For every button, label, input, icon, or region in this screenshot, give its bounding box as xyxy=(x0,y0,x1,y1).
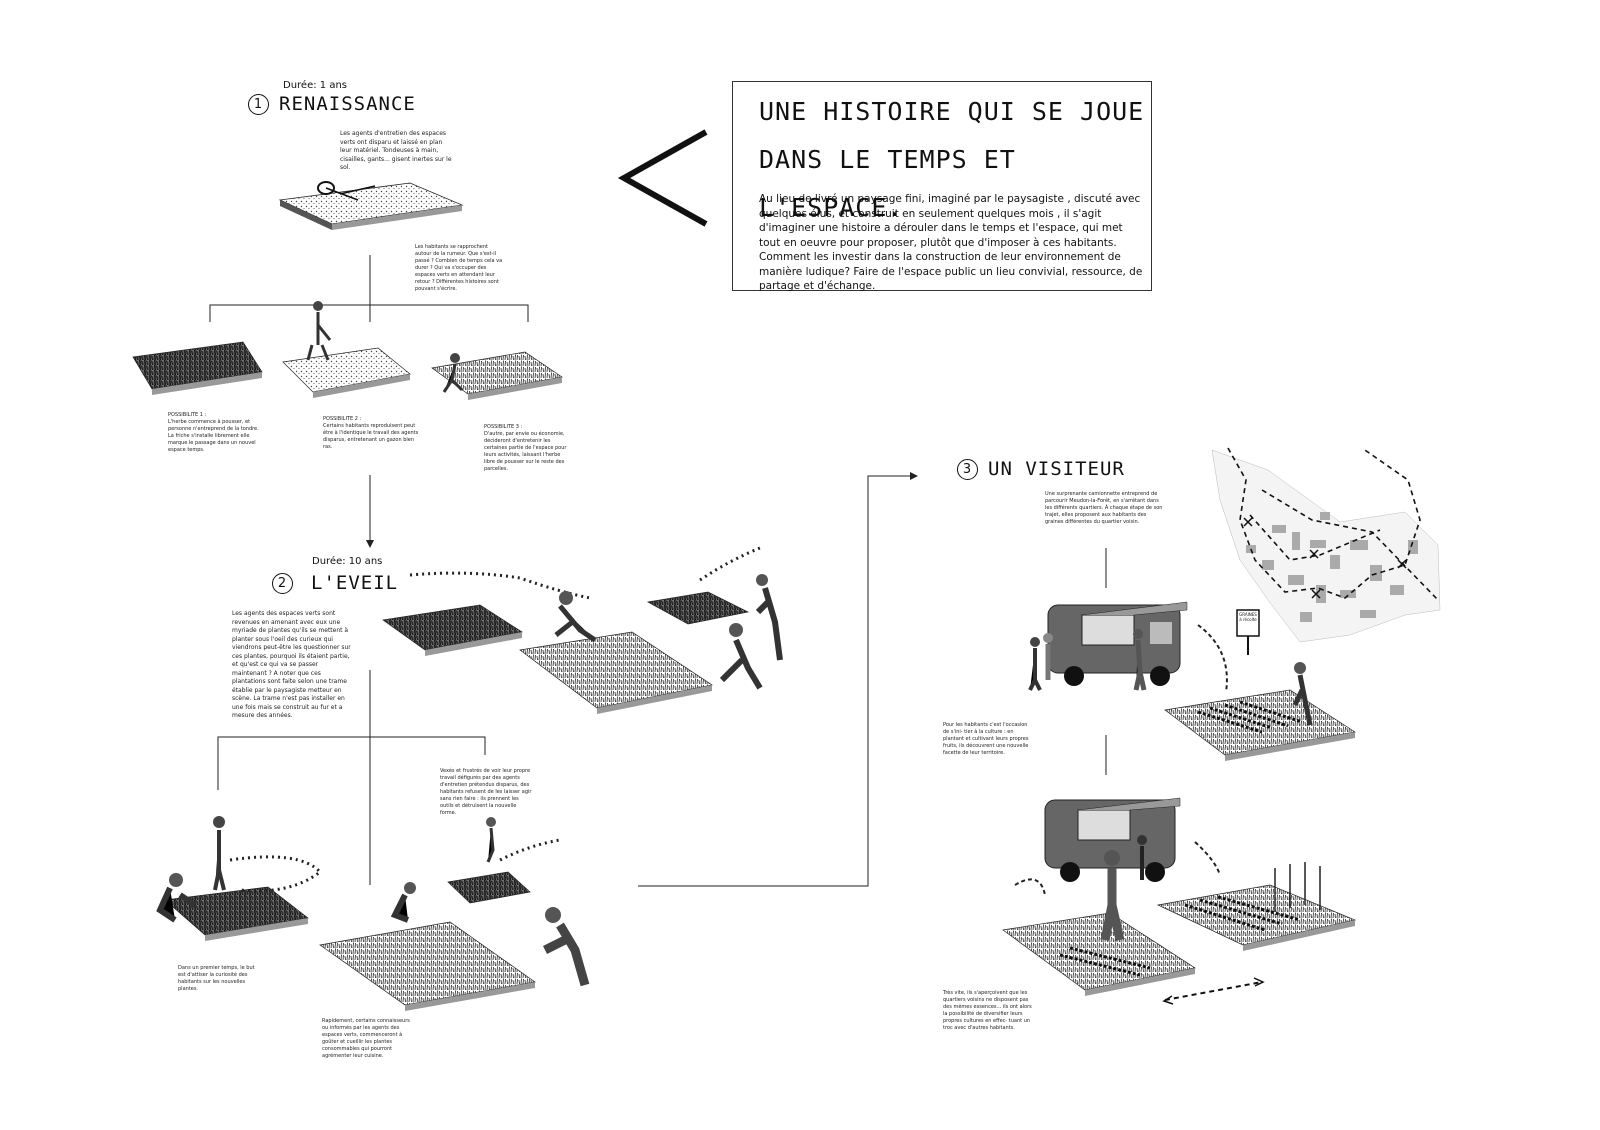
step1-possibility-2: POSSIBILITE 2 : Certains habitants repro… xyxy=(323,416,419,450)
step3-text-intro: Une surprenante camionnette entreprend d… xyxy=(1045,491,1163,525)
platform-possibility-3 xyxy=(431,351,563,400)
step1-duree: Durée: 1 ans xyxy=(283,80,347,91)
box-title-line2: DANS LE TEMPS ET L'ESPACE. xyxy=(759,145,1016,222)
box-title-line1: UNE HISTOIRE QUI SE JOUE xyxy=(759,97,1145,126)
step1-possibility-3: POSSIBILITE 3 : D'autre, par envie ou éc… xyxy=(484,424,567,472)
step2-number: 2 xyxy=(272,573,293,594)
platform-possibility-2 xyxy=(282,301,411,398)
step2-duree: Durée: 10 ans xyxy=(312,556,383,567)
step2-text-intro: Les agents des espaces verts sont revenu… xyxy=(232,610,351,719)
chevron-left-icon xyxy=(617,129,708,227)
food-truck-1 xyxy=(1047,601,1188,686)
step1-text-intro: Les agents d'entretien des espaces verts… xyxy=(340,130,452,171)
step3-heading: 3 UN VISITEUR xyxy=(957,458,1125,480)
step2-heading: 2 L'EVEIL xyxy=(272,572,398,594)
step1-possibility-1: POSSIBILITE 1 : L'herbe commence à pouss… xyxy=(168,412,259,453)
intro-box: UNE HISTOIRE QUI SE JOUE DANS LE TEMPS E… xyxy=(732,81,1152,292)
step1-text-habitants: Les habitants se rapprochent autour de l… xyxy=(415,244,503,292)
plot-visiteur-2 xyxy=(1002,835,1357,996)
graines-sign xyxy=(1236,609,1260,655)
step1-heading: 1 RENAISSANCE xyxy=(248,93,416,115)
step1-number: 1 xyxy=(248,94,269,115)
graines-sign-text: GRAINES à récolte xyxy=(1239,612,1257,622)
step2-text-rapidement: Rapidement, certains connaisseurs ou inf… xyxy=(322,1018,410,1059)
step3-text-habitants: Pour les habitants c'est l'occasion de s… xyxy=(943,722,1029,756)
step2-text-vexes: Vexés et frustrés de voir leur propre tr… xyxy=(440,768,532,816)
box-text: Au lieu de livré un paysage fini, imagin… xyxy=(759,193,1143,292)
step1-title: RENAISSANCE xyxy=(279,93,416,115)
platform-eveil-bottom xyxy=(156,816,590,1011)
step2-text-premier: Dans un premier temps, le but est d'atti… xyxy=(178,965,255,992)
step3-text-tres-vite: Très vite, ils s'aperçoivent que les qua… xyxy=(943,990,1032,1031)
meudon-map xyxy=(1211,447,1441,643)
step3-title: UN VISITEUR xyxy=(988,458,1125,480)
step2-title: L'EVEIL xyxy=(311,572,399,594)
platform-possibility-1 xyxy=(132,341,263,395)
platform-renaissance xyxy=(278,181,464,230)
platform-eveil xyxy=(382,546,783,714)
step3-number: 3 xyxy=(957,459,978,480)
plot-visiteur-1 xyxy=(1164,662,1356,761)
